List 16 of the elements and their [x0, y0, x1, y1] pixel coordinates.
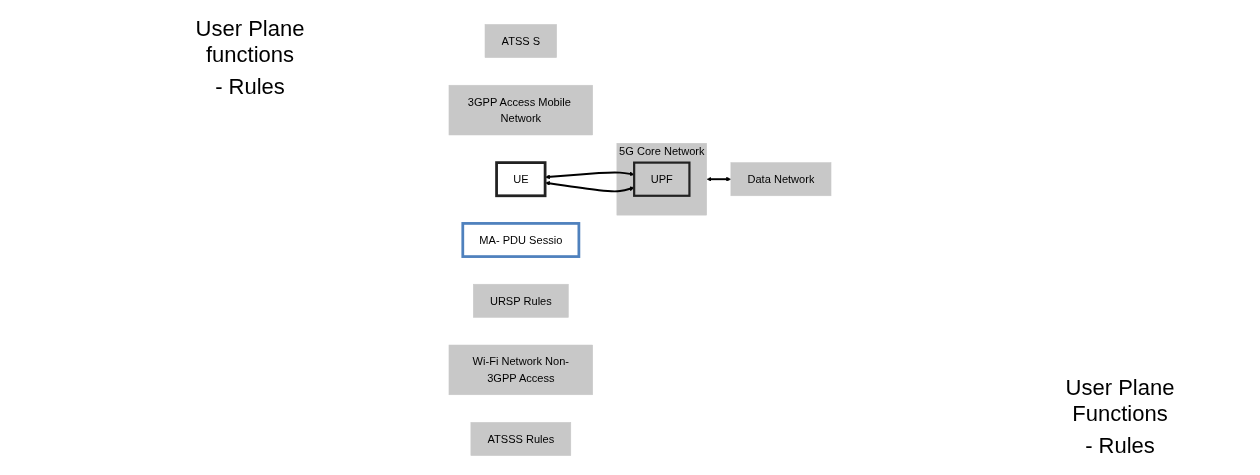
node-box: MA- PDU Sessio [461, 222, 581, 258]
node-box: 3GPP Access Mobile Network [448, 84, 593, 136]
node-box: UE [495, 161, 547, 198]
node-box: Data Network [730, 162, 832, 197]
arrow [545, 181, 635, 193]
node-box: URSP Rules [473, 283, 569, 318]
note-text: - Rules [1084, 433, 1156, 459]
node-box: ATSS S [484, 24, 557, 58]
arrow [706, 176, 732, 182]
note-text: - Rules [214, 74, 286, 100]
node-box: Wi-Fi Network Non-3GPP Access [448, 344, 593, 396]
note-text: User Plane Functions [1064, 375, 1176, 427]
node-box: ATSSS Rules [470, 422, 572, 456]
arrow [545, 171, 635, 180]
note-text: User Plane functions [194, 16, 306, 68]
node-box: UPF [633, 161, 691, 197]
